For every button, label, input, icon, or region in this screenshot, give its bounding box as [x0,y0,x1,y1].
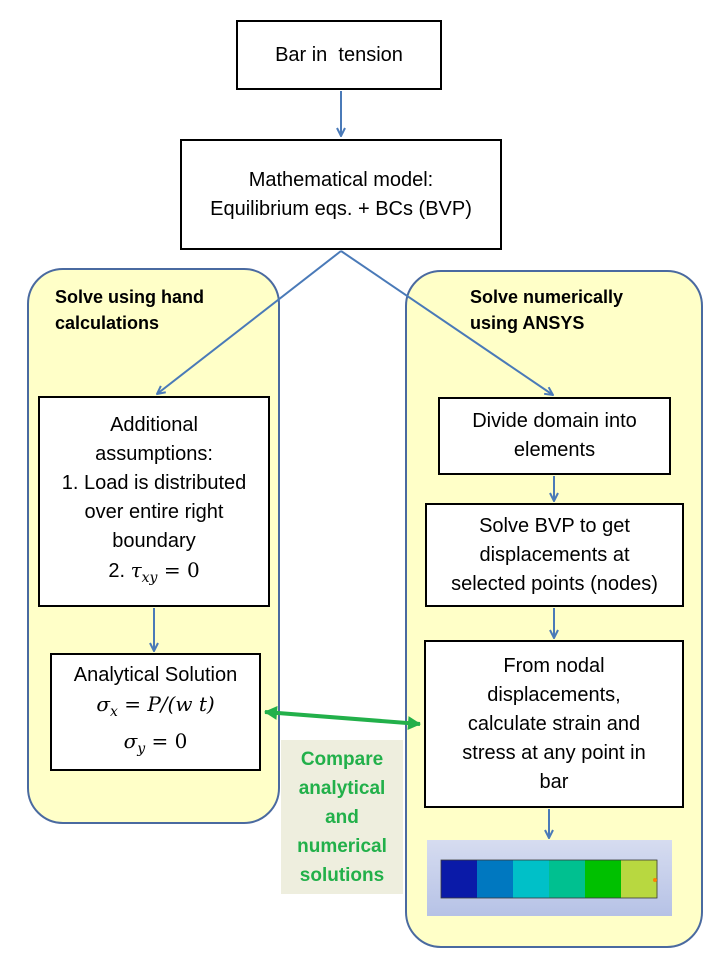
tau-subscript: xy [141,569,158,586]
compare-double-arrow [264,705,421,731]
assumption-line: over entire right [84,500,224,523]
assumption-line: Additional [110,413,198,436]
compare-line: and [325,806,359,828]
equilibrium-label: Equilibrium eqs. + BCs (BVP) [210,197,472,220]
contour-band [441,860,478,898]
tau-symbol: τ [130,557,142,582]
step-line: selected points (nodes) [451,572,658,595]
shear-stress-equation: 2. τxy = 0 [62,556,247,593]
step-line: displacements, [487,683,621,706]
nodal-displacements-box: From nodal displacements, calculate stra… [424,640,684,808]
compare-line: Compare [300,748,384,770]
mathematical-model-label: Mathematical model: [248,168,434,191]
contour-band [549,860,586,898]
ansys-stress-contour-image [427,840,672,916]
additional-assumptions-box: Additional assumptions: 1. Load is distr… [38,396,270,607]
contour-band [585,860,622,898]
compare-solutions-box: Compare analytical and numerical solutio… [281,740,403,894]
assumption-line: assumptions: [95,442,213,465]
sigma-x-equation: σx = P/(w t) [74,690,237,727]
solve-bvp-box: Solve BVP to get displacements at select… [425,503,684,607]
equation-rest: = 0 [145,728,188,753]
compare-line: numerical [297,835,387,857]
step-line: Solve BVP to get [479,514,630,537]
sigma-subscript: x [109,703,118,720]
analytical-solution-box: Analytical Solution σx = P/(w t) σy = 0 [50,653,261,771]
step-line: bar [539,770,569,793]
contour-band [477,860,514,898]
contour-band [513,860,550,898]
analytical-solution-title: Analytical Solution [73,663,238,686]
step-line: calculate strain and [467,712,641,735]
bar-in-tension-label: Bar in tension [275,43,403,66]
step-line: elements [513,439,596,461]
compare-line: analytical [298,777,386,799]
step-line: Divide domain into [472,410,637,432]
sigma-symbol: σ [123,728,138,753]
equation-rest: = P/(w t) [117,691,215,716]
assumption-line: boundary [112,529,196,552]
hand-calculation-title: Solve using hand calculations [55,287,205,333]
step-line: stress at any point in [462,741,646,764]
equation-prefix: 2. [108,559,131,582]
equation-rest: = 0 [157,557,200,582]
step-line: From nodal [503,654,605,677]
ansys-title: Solve numerically using ANSYS [470,287,624,333]
mathematical-model-box: Mathematical model: Equilibrium eqs. + B… [180,139,502,250]
divide-domain-box: Divide domain into elements [438,397,671,475]
step-line: displacements at [479,543,630,566]
compare-line: solutions [299,864,385,886]
sigma-subscript: y [137,740,146,757]
assumption-line: 1. Load is distributed [61,471,247,494]
sigma-symbol: σ [96,691,110,716]
contour-end-region [633,860,657,898]
bar-outline [440,859,658,899]
sigma-y-equation: σy = 0 [74,727,237,764]
load-point-marker [653,878,657,882]
bar-in-tension-box: Bar in tension [236,20,442,90]
